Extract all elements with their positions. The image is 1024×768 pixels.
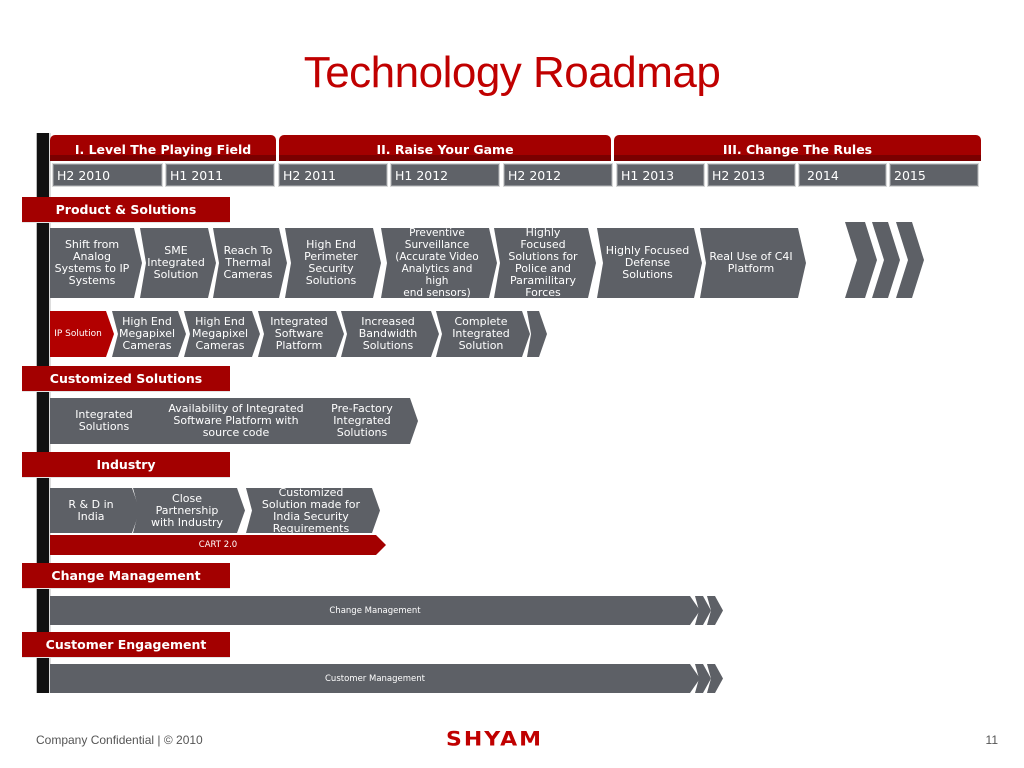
section-label-industry: Industry	[22, 452, 230, 477]
continuation-chevron	[707, 664, 723, 693]
continuation-chevron	[695, 664, 711, 693]
product-step: Preventive Surveillance (Accurate Video …	[381, 228, 497, 298]
customized-step: Pre-Factory Integrated Solutions	[310, 398, 418, 444]
footer-confidential: Company Confidential | © 2010	[36, 733, 203, 747]
continuation-chevron	[707, 596, 723, 625]
product-step: Shift from Analog Systems to IP Systems	[50, 228, 142, 298]
section-label-customized: Customized Solutions	[22, 366, 230, 391]
cart-bar: CART 2.0	[50, 535, 386, 555]
continuation-chevron	[845, 222, 877, 298]
industry-step: R & D in India	[50, 488, 140, 533]
ip-step: Integrated Software Platform	[258, 311, 344, 357]
product-step: Highly Focused Solutions for Police and …	[494, 228, 596, 298]
phase-header-3: III. Change The Rules	[614, 135, 981, 161]
product-step: SME Integrated Solution	[140, 228, 216, 298]
continuation-chevron	[695, 596, 711, 625]
section-label-engagement: Customer Engagement	[22, 632, 230, 657]
period-cell: H2 2011	[278, 163, 388, 187]
period-cell: H1 2012	[390, 163, 500, 187]
product-step: Real Use of C4I Platform	[700, 228, 806, 298]
phase-header-1: I. Level The Playing Field	[50, 135, 276, 161]
customized-step: Availability of Integrated Software Plat…	[153, 398, 323, 444]
page-number: 11	[985, 733, 998, 747]
period-cell: 2014	[798, 163, 887, 187]
product-step: Reach To Thermal Cameras	[213, 228, 287, 298]
continuation-chevron	[527, 311, 547, 357]
ip-step: High End Megapixel Cameras	[184, 311, 260, 357]
continuation-chevron	[896, 222, 924, 298]
industry-step: Close Partnership with Industry	[133, 488, 245, 533]
period-cell: H1 2013	[616, 163, 705, 187]
change-management-bar: Change Management	[50, 596, 700, 625]
section-label-change: Change Management	[22, 563, 230, 588]
ip-step: High End Megapixel Cameras	[112, 311, 186, 357]
phase-header-2: II. Raise Your Game	[279, 135, 611, 161]
period-cell: H2 2013	[707, 163, 796, 187]
ip-solution-label: IP Solution	[50, 311, 114, 357]
section-label-product: Product & Solutions	[22, 197, 230, 222]
product-step: Highly Focused Defense Solutions	[597, 228, 702, 298]
period-cell: H2 2012	[503, 163, 613, 187]
period-cell: 2015	[889, 163, 979, 187]
customized-step: Integrated Solutions	[50, 398, 166, 444]
period-cell: H2 2010	[52, 163, 163, 187]
product-step: High End Perimeter Security Solutions	[285, 228, 381, 298]
page-title: Technology Roadmap	[303, 48, 721, 97]
industry-step: Customized Solution made for India Secur…	[246, 488, 380, 533]
ip-step: Increased Bandwidth Solutions	[341, 311, 439, 357]
ip-step: Complete Integrated Solution	[436, 311, 530, 357]
customer-management-bar: Customer Management	[50, 664, 700, 693]
company-logo: SHYAM	[446, 728, 544, 751]
period-cell: H1 2011	[165, 163, 275, 187]
